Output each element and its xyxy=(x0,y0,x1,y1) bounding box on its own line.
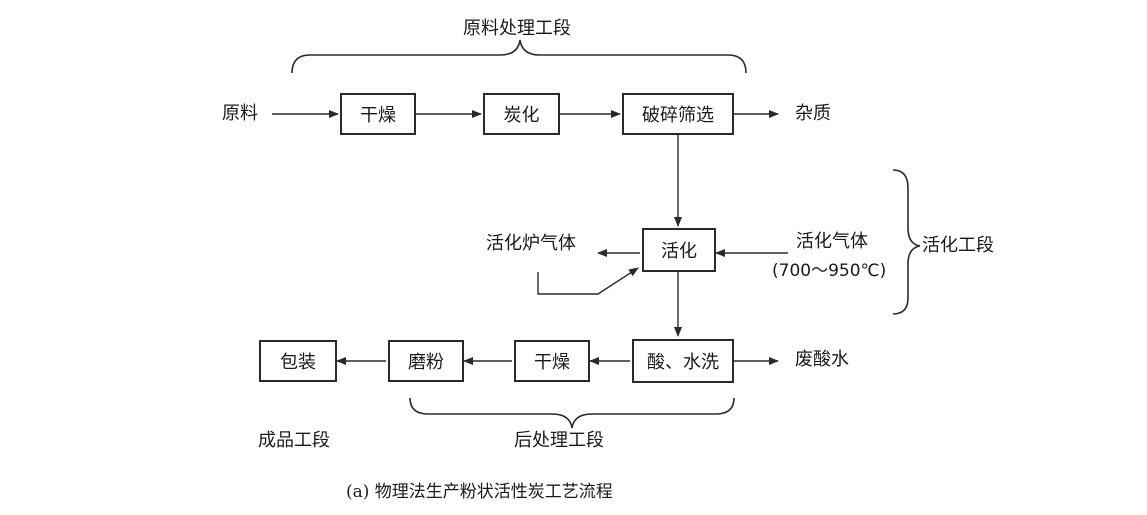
impurities-label: 杂质 xyxy=(795,103,831,124)
packaging-label: 包装 xyxy=(280,352,316,373)
crushing-box: 破碎筛选 xyxy=(622,93,734,135)
acid-wash-label: 酸、水洗 xyxy=(647,352,719,373)
brace-raw-processing xyxy=(291,39,747,74)
stage-activation-label: 活化工段 xyxy=(922,235,994,256)
drying-box-2: 干燥 xyxy=(514,340,590,382)
arrow-recycle xyxy=(537,267,639,295)
drying-label-2: 干燥 xyxy=(534,352,570,373)
waste-acid-label: 废酸水 xyxy=(795,349,849,370)
carbonization-label: 炭化 xyxy=(503,105,540,126)
furnace-gas-label: 活化炉气体 xyxy=(486,233,576,254)
activation-temp-label: (700～950℃) xyxy=(772,261,887,281)
packaging-box: 包装 xyxy=(259,340,337,382)
raw-material-label: 原料 xyxy=(222,103,258,124)
activation-box: 活化 xyxy=(642,228,716,272)
figure-caption: (a) 物理法生产粉状活性炭工艺流程 xyxy=(346,482,613,502)
stage-post-processing-label: 后处理工段 xyxy=(514,430,604,451)
carbonization-box: 炭化 xyxy=(483,93,560,135)
activation-label: 活化 xyxy=(661,241,697,262)
brace-activation xyxy=(892,169,921,315)
crushing-label: 破碎筛选 xyxy=(642,105,714,126)
grinding-box: 磨粉 xyxy=(388,340,464,382)
grinding-label: 磨粉 xyxy=(408,352,444,373)
stage-product-label: 成品工段 xyxy=(258,430,330,451)
brace-post-processing xyxy=(409,397,735,429)
stage-raw-processing-label: 原料处理工段 xyxy=(463,18,571,39)
acid-wash-box: 酸、水洗 xyxy=(632,339,734,383)
activation-gas-label: 活化气体 xyxy=(796,231,868,252)
drying-label-1: 干燥 xyxy=(360,105,396,126)
drying-box-1: 干燥 xyxy=(340,93,416,135)
